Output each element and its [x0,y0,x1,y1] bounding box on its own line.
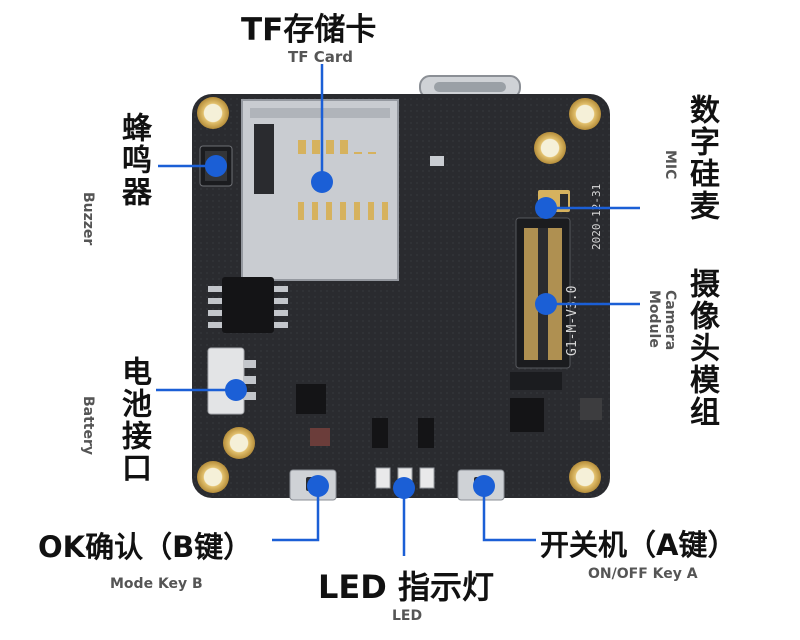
callout-pointers [156,64,640,556]
usb-c-connector [419,75,521,99]
ok-key-sublabel: Mode Key B [110,576,203,592]
silkscreen-date: 2020-12-31 [590,184,603,250]
ok-key-label: OK确认（B键） [38,530,253,564]
tf-card-label: TF存储卡 [241,12,377,48]
main-chip [208,277,288,333]
buzzer-label: 蜂鸣器 [116,112,151,208]
tf-card-sublabel: TF Card [288,48,353,66]
power-key-sublabel: ON/OFF Key A [588,566,698,582]
battery-sublabel: Battery [80,396,96,456]
silkscreen-model: G1-M-V3.0 [565,286,580,356]
mic-label: 数字硅麦 [684,94,719,222]
led-label: LED 指示灯 [318,568,494,606]
camera-label: 摄像头模组 [684,268,719,428]
led-sublabel: LED [392,608,423,624]
mic-sublabel: MIC [662,150,678,180]
mounting-holes [197,97,601,493]
battery-label: 电池接口 [116,356,151,484]
power-key-label: 开关机（A键） [540,528,737,562]
small-components [296,136,602,448]
camera-sublabel: Camera Module [646,290,678,351]
buzzer-sublabel: Buzzer [80,192,96,246]
